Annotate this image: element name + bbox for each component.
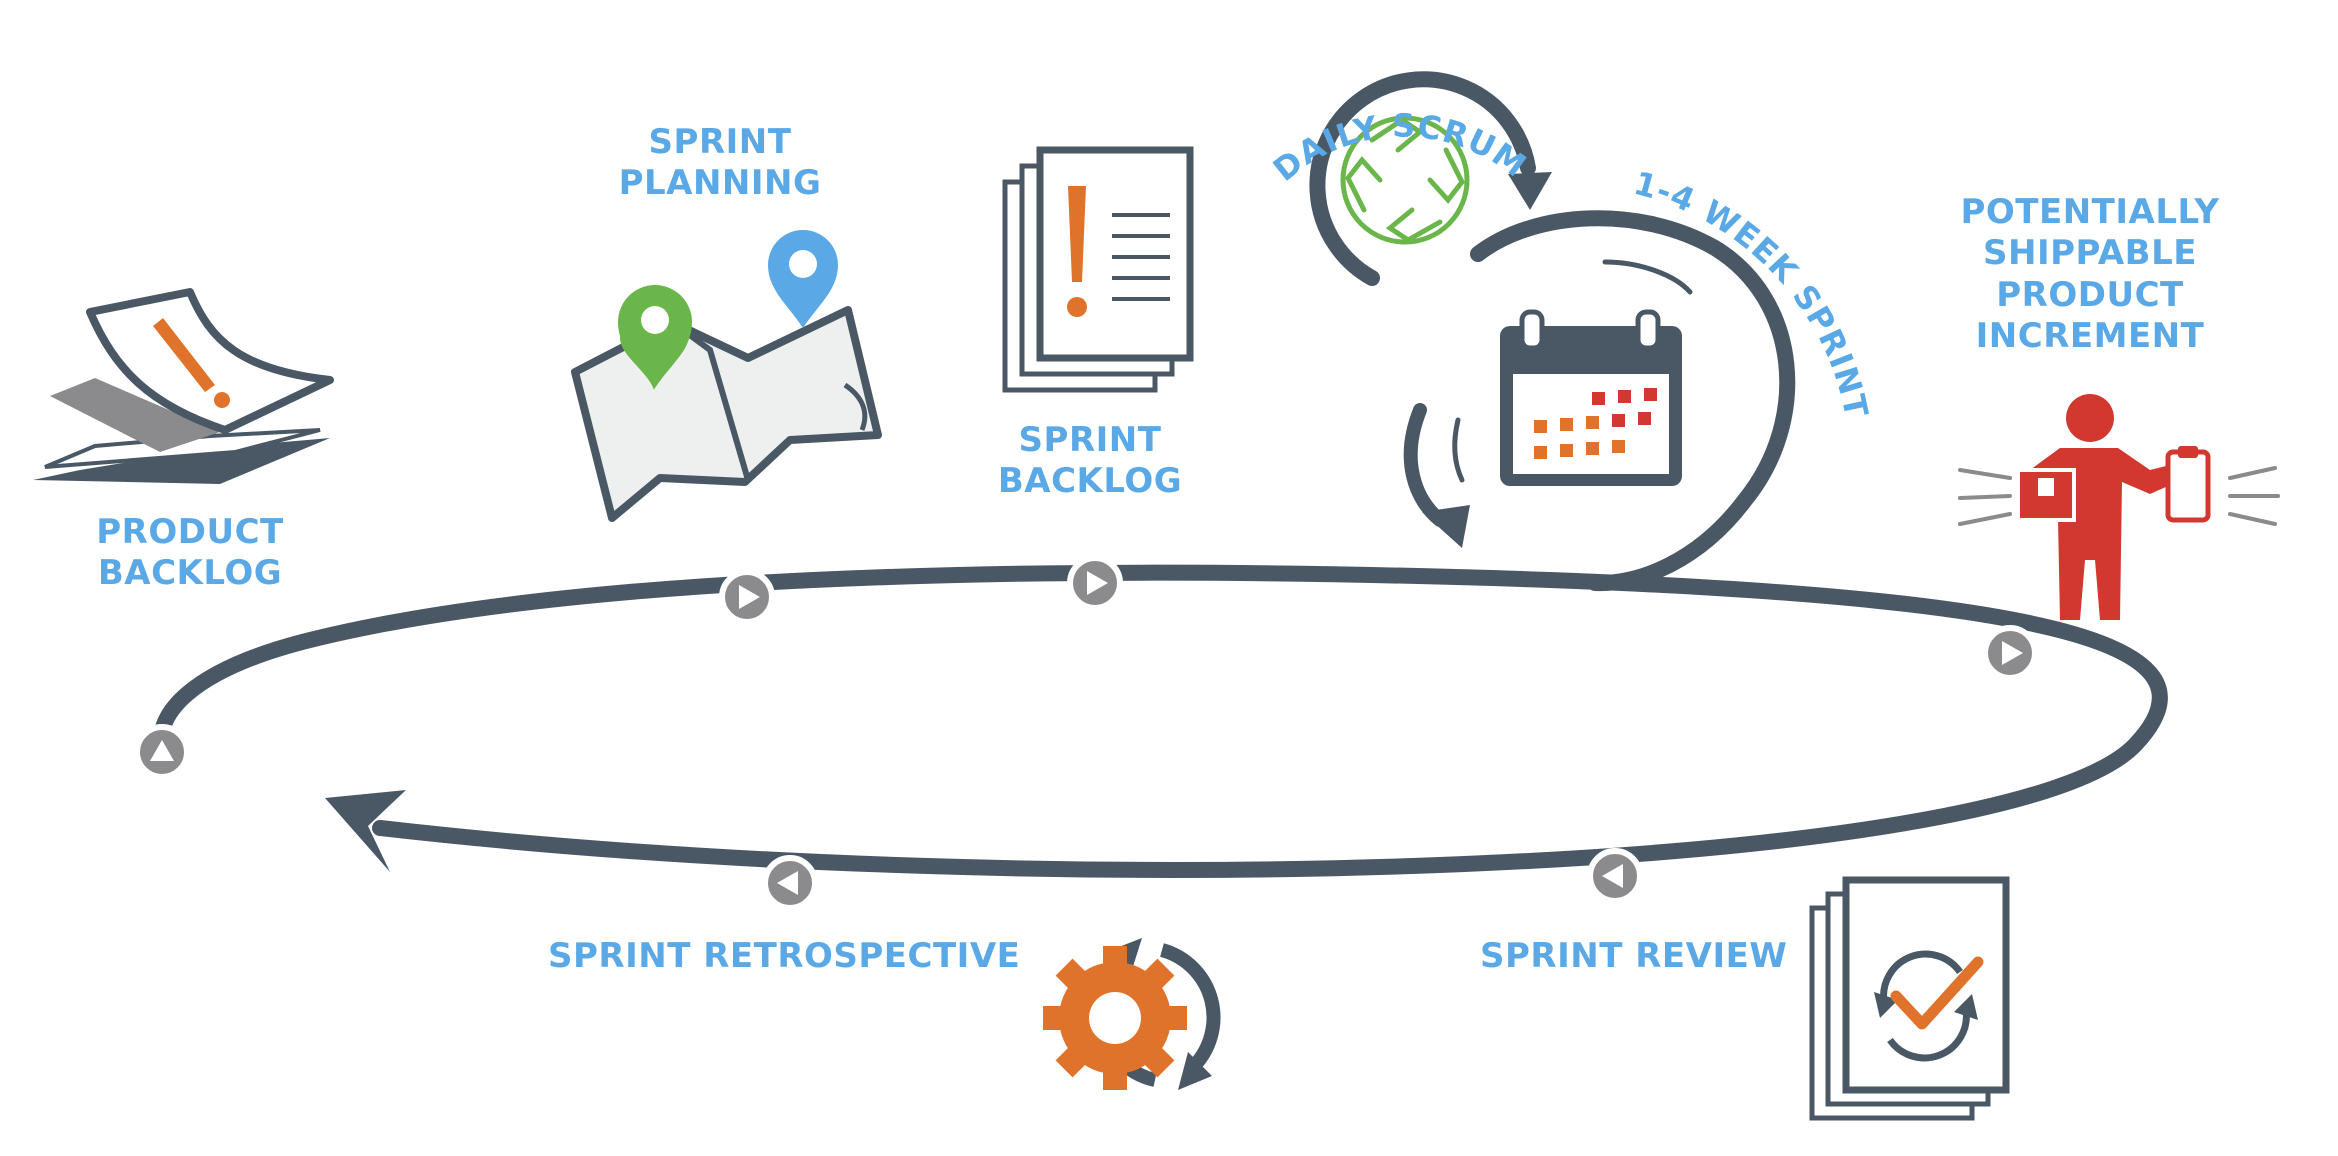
product-backlog-label: PRODUCT BACKLOG [90,512,290,594]
sprint-planning-line-2: PLANNING [618,162,822,203]
backlog-node [1067,555,1123,611]
loop-arrowhead [325,790,406,872]
product-backlog-line-1: PRODUCT [96,512,284,552]
increment-line-3: PRODUCT [1996,274,2184,315]
sprint-planning-line-1: SPRINT [648,122,792,162]
product-backlog-line-2: BACKLOG [97,552,283,593]
sprint-backlog-line-1: SPRINT [1018,420,1162,460]
sprint-review-label: SPRINT REVIEW [1480,936,1788,976]
increment-line-2: SHIPPABLE [1983,233,2197,274]
sprint-planning-label: SPRINT PLANNING [600,122,840,204]
document-stack-checkmark-icon [1809,876,2010,1121]
week-sprint-arrowhead [1422,505,1470,548]
sprint-loop [153,564,2168,878]
calendar-icon [1500,309,1682,486]
hands-circle-icon [1340,115,1470,245]
map-with-pins-icon [571,230,882,522]
person-with-box-and-clipboard-icon [1958,394,2280,620]
document-stack-exclamation-icon [1002,146,1194,393]
increment-line-4: INCREMENT [1975,316,2205,357]
planning-node [719,569,775,625]
review-node [1587,848,1643,904]
sprint-backlog-label: SPRINT BACKLOG [990,420,1190,502]
increment-node [1982,625,2038,681]
product-backlog-pages-icon [33,288,334,484]
start-node [134,724,190,780]
daily-scrum-cycle [1309,71,1552,286]
sprint-backlog-line-2: BACKLOG [997,460,1183,501]
sprint-retrospective-label: SPRINT RETROSPECTIVE [548,936,1021,976]
retrospective-node [762,855,818,911]
increment-line-1: POTENTIALLY [1960,192,2220,232]
gear-cycle-icon [1043,938,1221,1090]
potentially-shippable-label: POTENTIALLY SHIPPABLE PRODUCT INCREMENT [1920,192,2260,358]
